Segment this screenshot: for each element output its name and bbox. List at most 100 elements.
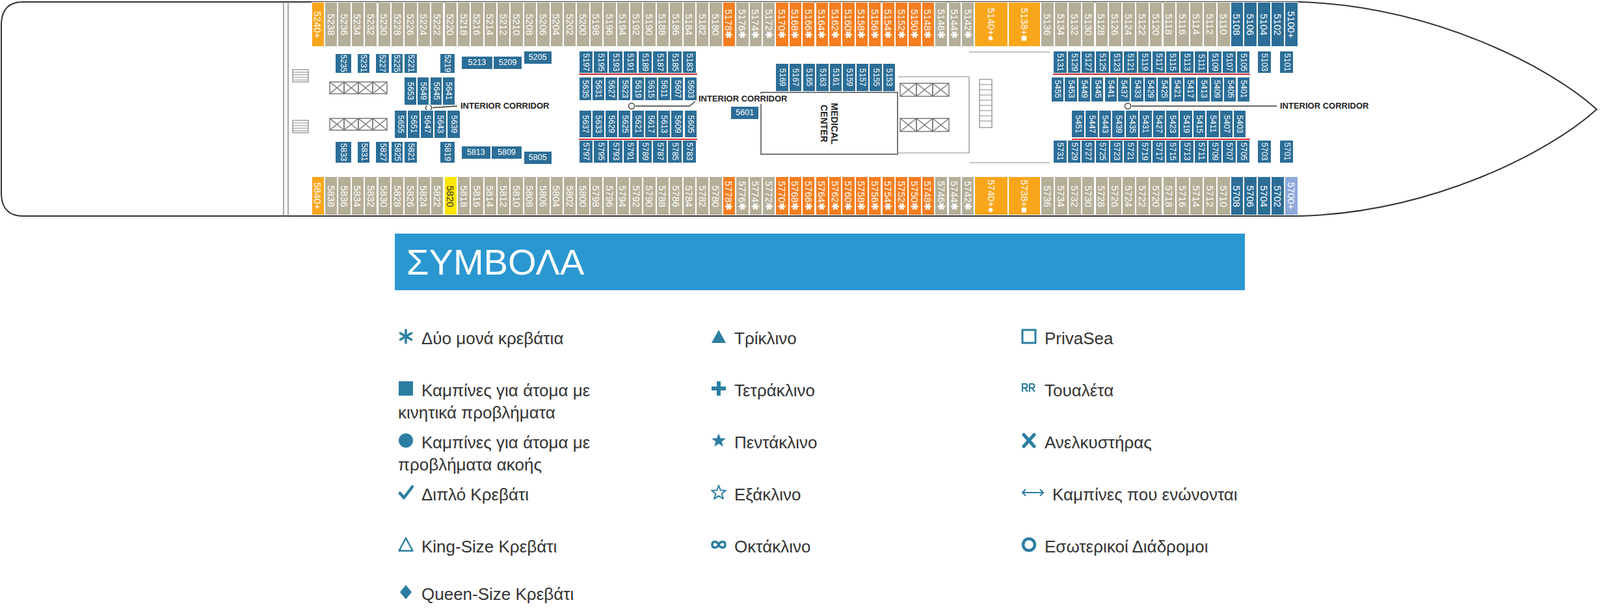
cabin-number: 5451 bbox=[1073, 115, 1083, 134]
cabin: 5732 bbox=[1067, 176, 1082, 216]
cabin: 5818 bbox=[457, 176, 471, 216]
cabin: 5228 bbox=[390, 1, 404, 47]
legend-symbol bbox=[398, 328, 414, 345]
cabin: 5625 bbox=[617, 109, 631, 138]
cabin: 5772✱ bbox=[762, 176, 776, 216]
cabin: 5227 bbox=[375, 53, 390, 74]
legend-symbol bbox=[710, 328, 727, 345]
cabin-number: 5170✱ bbox=[777, 9, 787, 40]
cabin: 5762✱ bbox=[828, 176, 842, 216]
cabin-number: 5808 bbox=[524, 185, 535, 207]
cabin-number: 5191 bbox=[626, 53, 635, 72]
legend-symbol bbox=[710, 380, 727, 397]
stern-wall bbox=[287, 1, 289, 216]
cabin-number: 5637 bbox=[580, 115, 590, 134]
cabin: 5782 bbox=[695, 176, 709, 216]
cabin-number: 5221 bbox=[406, 54, 415, 73]
cabin-number: 5417 bbox=[1186, 80, 1195, 99]
cabin: 5836 bbox=[337, 176, 351, 216]
cabin: 5715 bbox=[1165, 139, 1180, 164]
cabin: 5701 bbox=[1279, 139, 1294, 164]
cabin-number: 5152✱ bbox=[896, 9, 907, 40]
cabin-number: 5647 bbox=[422, 115, 432, 134]
cabin-number: 5787 bbox=[655, 142, 665, 161]
cabin-number: 5190 bbox=[644, 13, 655, 36]
cabin: 5623 bbox=[617, 76, 631, 102]
cabin-number: 5707 bbox=[1224, 142, 1234, 161]
cabin: 5401 bbox=[1237, 76, 1251, 103]
cabin: 5833 bbox=[334, 141, 353, 164]
cabin-number: 5826 bbox=[405, 185, 416, 207]
cabin-number: 5712 bbox=[1205, 185, 1215, 207]
cabin: 5156✱ bbox=[868, 1, 882, 47]
cabin-number: 5174✱ bbox=[750, 9, 761, 40]
cabin-number: 5121 bbox=[1126, 53, 1135, 72]
cabin: 5831 bbox=[357, 141, 371, 164]
cabin: 5707 bbox=[1222, 139, 1237, 164]
cabin: 5838 bbox=[324, 176, 338, 216]
cabin-number: 5423 bbox=[1168, 115, 1177, 134]
cabin: 5783 bbox=[682, 139, 698, 164]
cabin-number: 5435 bbox=[1127, 115, 1137, 134]
cabin-number: 5419 bbox=[1181, 115, 1191, 134]
cabin-number: 5206 bbox=[538, 13, 549, 36]
cabin-number: 5210 bbox=[511, 13, 522, 36]
cabin-number: 5635 bbox=[580, 80, 590, 99]
cabin-number: 5228 bbox=[392, 13, 403, 36]
cabin: 5822 bbox=[430, 176, 444, 216]
cabin-number: 5168✱ bbox=[790, 9, 800, 40]
cabin-number: 5724 bbox=[1123, 185, 1134, 207]
cabin: 5113 bbox=[1179, 50, 1195, 74]
cabin-number: 5833 bbox=[339, 143, 348, 162]
cabin: 5756✱ bbox=[868, 176, 882, 216]
cabin: 5731 bbox=[1053, 139, 1068, 164]
corridor-label: INTERIOR CORRIDOR bbox=[697, 93, 789, 105]
cabin: 5722 bbox=[1135, 176, 1150, 216]
cabin: 5726 bbox=[1108, 176, 1122, 216]
cabin-number: 5611 bbox=[660, 80, 669, 98]
cabin: 5148✱ bbox=[921, 1, 935, 47]
cabin: 5206 bbox=[536, 1, 550, 47]
cabin-number: 5780 bbox=[710, 185, 721, 207]
cabin: 5619 bbox=[631, 76, 645, 102]
cabin-number: 5178✱ bbox=[723, 9, 734, 40]
cabin: 5231 bbox=[357, 53, 371, 74]
cabin: 5190 bbox=[642, 1, 656, 47]
cabin: 5108 bbox=[1230, 1, 1245, 47]
legend-symbol bbox=[398, 432, 414, 449]
cabin: 5840+ bbox=[311, 176, 325, 216]
cabin-number: 5768✱ bbox=[790, 180, 800, 211]
cabin-number: 5114 bbox=[1191, 13, 1202, 35]
cabin-number: 5166✱ bbox=[803, 9, 814, 40]
legend-text: Πεντάκλινο bbox=[710, 431, 998, 454]
legend-text: Εξάκλινο bbox=[710, 483, 998, 506]
legend-text: Διπλό Κρεβάτι bbox=[398, 483, 620, 506]
cabin-number: 5134 bbox=[1056, 13, 1067, 36]
cabin: 5118 bbox=[1162, 1, 1177, 47]
cabin-number: 5119 bbox=[1140, 53, 1150, 71]
cabin-number: 5725 bbox=[1098, 142, 1107, 161]
cabin-number: 5827 bbox=[378, 143, 387, 162]
cabin-number: 5601 bbox=[735, 108, 754, 118]
cabin: 5445 bbox=[1090, 76, 1104, 103]
cabin: 5224 bbox=[417, 1, 431, 47]
cabin-number: 5194 bbox=[617, 13, 628, 36]
cabin: 5806 bbox=[536, 176, 550, 216]
legend-text: Τετράκλινο bbox=[710, 379, 998, 402]
corridor-label: INTERIOR CORRIDOR bbox=[459, 100, 551, 112]
cabin-number: 5162✱ bbox=[830, 9, 841, 40]
cabin: 5736 bbox=[1040, 176, 1055, 216]
cabin: 5820 bbox=[444, 176, 458, 216]
cabin: 5107 bbox=[1222, 50, 1237, 74]
cabin: 5161 bbox=[829, 63, 843, 92]
cabin-number: 5783 bbox=[685, 142, 694, 161]
cabin: 5746✱ bbox=[934, 176, 948, 216]
cabin: 5230 bbox=[377, 1, 391, 47]
cabin: 5187 bbox=[652, 50, 668, 74]
cabin-number: 5709 bbox=[1211, 142, 1220, 161]
cabin: 5238 bbox=[324, 1, 338, 47]
cabin: 5192 bbox=[629, 1, 643, 47]
cabin-number: 5160✱ bbox=[843, 9, 854, 40]
cabin-number: 5196 bbox=[604, 13, 615, 36]
legend-text: Καμπίνες που ενώνονται bbox=[1021, 483, 1308, 506]
